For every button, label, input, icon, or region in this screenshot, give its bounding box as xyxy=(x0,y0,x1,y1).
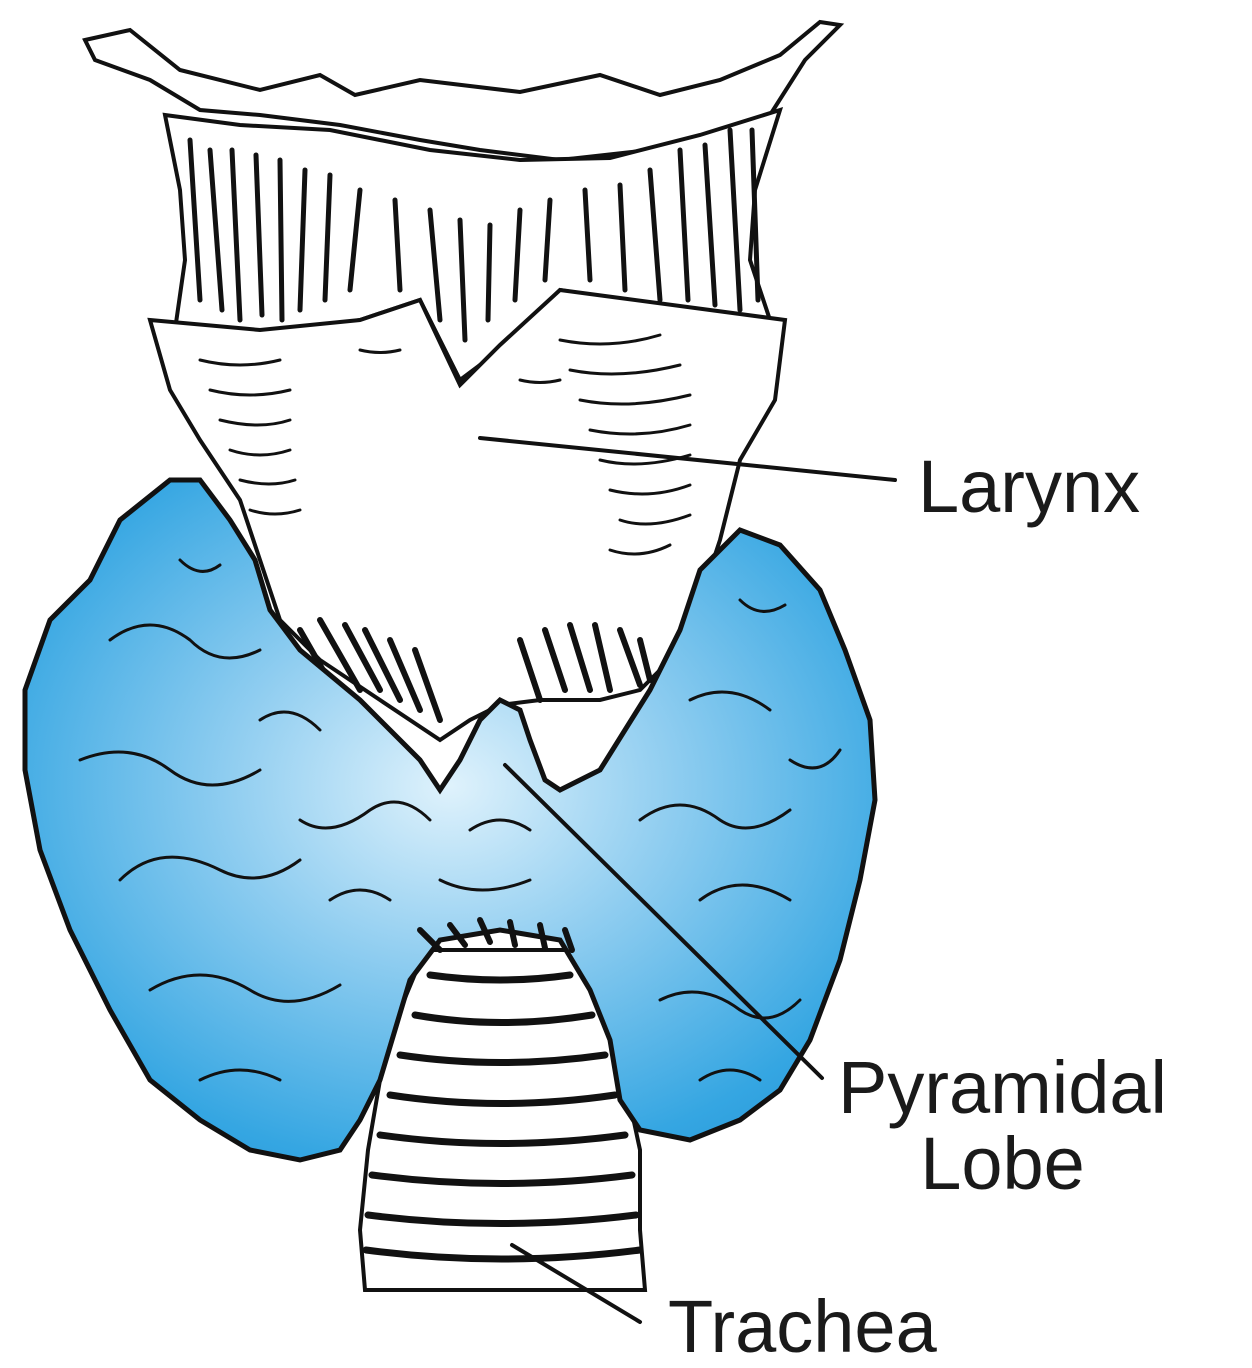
label-pyramidal-lobe: Pyramidal Lobe xyxy=(838,1050,1167,1202)
label-trachea: Trachea xyxy=(668,1290,937,1364)
label-pyramidal-line2: Lobe xyxy=(838,1126,1167,1202)
label-larynx: Larynx xyxy=(918,450,1140,524)
label-pyramidal-line1: Pyramidal xyxy=(838,1050,1167,1126)
